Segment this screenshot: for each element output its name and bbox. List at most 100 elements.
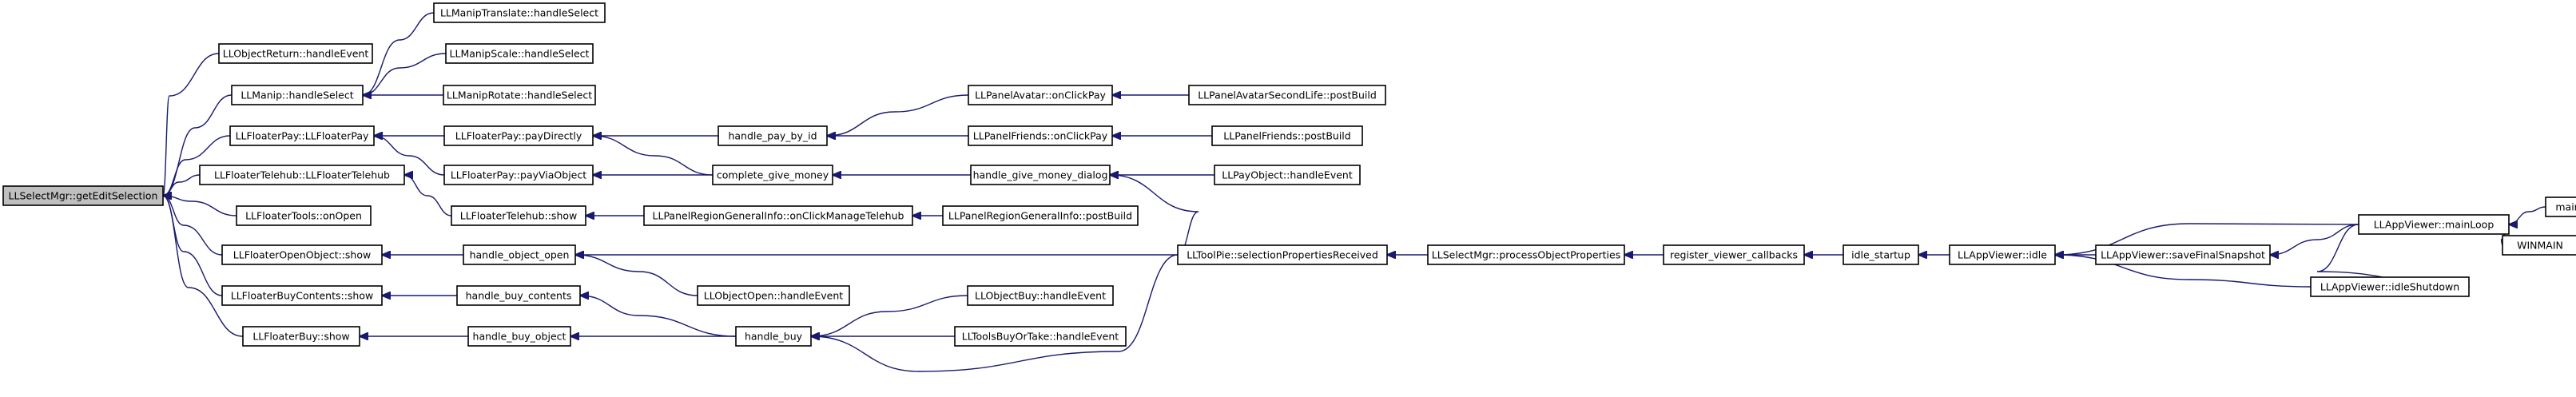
node-llpanelfriends-onclickpay[interactable]: LLPanelFriends::onClickPay bbox=[968, 125, 1113, 146]
node-llmanipscale-handleselect[interactable]: LLManipScale::handleSelect bbox=[445, 43, 594, 64]
node-label: LLFloaterPay::payDirectly bbox=[455, 130, 582, 142]
node-llpanelregiongeneralinfo-postbuild[interactable]: LLPanelRegionGeneralInfo::postBuild bbox=[942, 205, 1139, 226]
call-edge-llpanelavatar-onclickpay-to-handle-pay-by-id bbox=[827, 94, 969, 136]
node-box bbox=[242, 326, 360, 347]
node-llselectmgr-processobjectproperties[interactable]: LLSelectMgr::processObjectProperties bbox=[1427, 244, 1625, 265]
node-box bbox=[2095, 244, 2271, 265]
node-label: LLFloaterBuyContents::show bbox=[231, 290, 373, 302]
node-box bbox=[2, 185, 164, 206]
node-label: LLFloaterBuy::show bbox=[252, 331, 349, 343]
node-label: LLManipRotate::handleSelect bbox=[447, 89, 592, 101]
node-llappviewer-idleshutdown[interactable]: LLAppViewer::idleShutdown bbox=[2310, 276, 2470, 297]
node-llappviewer-mainloop[interactable]: LLAppViewer::mainLoop bbox=[2358, 214, 2510, 235]
node-label: LLPanelFriends::postBuild bbox=[1223, 130, 1350, 142]
node-lltoolsbuyortake-handleevent[interactable]: LLToolsBuyOrTake::handleEvent bbox=[954, 326, 1127, 347]
call-edge-llappviewer-mainloop-to-llappviewer-savefinalsnapshot bbox=[2270, 224, 2359, 255]
node-llpanelfriends-postbuild[interactable]: LLPanelFriends::postBuild bbox=[1211, 125, 1363, 146]
node-llmaniprotate-handleselect[interactable]: LLManipRotate::handleSelect bbox=[443, 85, 596, 105]
node-label: LLManip::handleSelect bbox=[241, 89, 353, 101]
node-box bbox=[1843, 244, 1919, 265]
node-label: handle_object_open bbox=[470, 249, 570, 261]
node-label: LLFloaterTools::onOpen bbox=[245, 210, 362, 222]
node-register-viewer-callbacks[interactable]: register_viewer_callbacks bbox=[1663, 244, 1805, 265]
node-box bbox=[1211, 125, 1363, 146]
node-label: LLPanelRegionGeneralInfo::postBuild bbox=[948, 210, 1132, 222]
call-edge-llobjectbuy-handleevent-to-handle-buy bbox=[811, 295, 968, 336]
node-box bbox=[1949, 244, 2056, 265]
call-edge-lltoolpie-selectionpropertiesreceived-to-handle-buy bbox=[811, 254, 1179, 372]
node-llmanip-handleselect[interactable]: LLManip::handleSelect bbox=[231, 85, 364, 105]
node-llappviewer-idle[interactable]: LLAppViewer::idle bbox=[1949, 244, 2056, 265]
node-complete-give-money[interactable]: complete_give_money bbox=[712, 165, 833, 185]
node-llfloaterbuy-show[interactable]: LLFloaterBuy::show bbox=[242, 326, 360, 347]
node-llobjectreturn-handleevent[interactable]: LLObjectReturn::handleEvent bbox=[218, 43, 373, 64]
node-box bbox=[967, 285, 1114, 306]
node-box bbox=[221, 285, 383, 306]
node-llmaniptranslate-handleselect[interactable]: LLManipTranslate::handleSelect bbox=[433, 2, 606, 23]
node-label: LLFloaterPay::payViaObject bbox=[451, 169, 586, 181]
node-handle-buy-contents[interactable]: handle_buy_contents bbox=[456, 285, 581, 306]
node-llfloatertelehub-show[interactable]: LLFloaterTelehub::show bbox=[451, 205, 586, 226]
node-llpanelavatar-onclickpay[interactable]: LLPanelAvatar::onClickPay bbox=[968, 85, 1113, 105]
node-label: LLFloaterPay::LLFloaterPay bbox=[236, 130, 369, 142]
node-handle-pay-by-id[interactable]: handle_pay_by_id bbox=[718, 125, 828, 146]
node-lltoolpie-selectionpropertiesreceived[interactable]: LLToolPie::selectionPropertiesReceived bbox=[1177, 244, 1388, 265]
node-handle-object-open[interactable]: handle_object_open bbox=[463, 244, 576, 265]
node-main[interactable]: main bbox=[2545, 197, 2576, 217]
node-box bbox=[236, 205, 372, 226]
node-label: LLFloaterTelehub::LLFloaterTelehub bbox=[214, 169, 390, 181]
node-box bbox=[954, 326, 1127, 347]
node-label: handle_pay_by_id bbox=[728, 130, 817, 142]
node-label: handle_buy bbox=[745, 331, 803, 343]
node-label: LLPanelAvatar::onClickPay bbox=[975, 89, 1106, 101]
node-box bbox=[1663, 244, 1805, 265]
node-handle-give-money-dialog[interactable]: handle_give_money_dialog bbox=[970, 165, 1111, 185]
edge-layer bbox=[163, 12, 2546, 372]
node-llfloaterbuycontents-show[interactable]: LLFloaterBuyContents::show bbox=[221, 285, 383, 306]
node-label: LLFloaterTelehub::show bbox=[460, 210, 578, 222]
node-label: LLAppViewer::saveFinalSnapshot bbox=[2101, 249, 2265, 261]
node-box bbox=[451, 205, 586, 226]
node-llobjectbuy-handleevent[interactable]: LLObjectBuy::handleEvent bbox=[967, 285, 1114, 306]
node-winmain[interactable]: WINMAIN bbox=[2502, 235, 2576, 256]
node-llfloaterpay-llfloaterpay[interactable]: LLFloaterPay::LLFloaterPay bbox=[229, 125, 375, 146]
node-llpayobject-handleevent[interactable]: LLPayObject::handleEvent bbox=[1214, 165, 1361, 185]
node-idle-startup[interactable]: idle_startup bbox=[1843, 244, 1919, 265]
node-box bbox=[643, 205, 913, 226]
node-llappviewer-savefinalsnapshot[interactable]: LLAppViewer::saveFinalSnapshot bbox=[2095, 244, 2271, 265]
node-label: LLManipTranslate::handleSelect bbox=[440, 7, 598, 19]
node-box bbox=[229, 125, 375, 146]
node-llfloatertools-onopen[interactable]: LLFloaterTools::onOpen bbox=[236, 205, 372, 226]
node-box bbox=[2358, 214, 2510, 235]
node-box bbox=[970, 165, 1111, 185]
node-llobjectopen-handleevent[interactable]: LLObjectOpen::handleEvent bbox=[697, 285, 850, 306]
node-handle-buy-object[interactable]: handle_buy_object bbox=[467, 326, 571, 347]
node-box bbox=[467, 326, 571, 347]
node-label: LLToolPie::selectionPropertiesReceived bbox=[1187, 249, 1378, 261]
node-label: complete_give_money bbox=[717, 169, 829, 181]
node-box bbox=[968, 85, 1113, 105]
node-label: LLPanelFriends::onClickPay bbox=[973, 130, 1108, 142]
node-llfloaterpay-paydirectly[interactable]: LLFloaterPay::payDirectly bbox=[443, 125, 594, 146]
node-llfloatertelehub-llfloatertelehub[interactable]: LLFloaterTelehub::LLFloaterTelehub bbox=[199, 165, 405, 185]
node-label: LLAppViewer::idle bbox=[1958, 249, 2047, 261]
node-box bbox=[218, 43, 373, 64]
call-edge-llfloaterbuy-show-to-llselectmgr-geteditselection bbox=[163, 196, 244, 337]
node-label: LLAppViewer::mainLoop bbox=[2374, 219, 2495, 231]
node-llfloaterpay-payviaobject[interactable]: LLFloaterPay::payViaObject bbox=[443, 165, 594, 185]
node-box bbox=[443, 85, 596, 105]
node-box bbox=[199, 165, 405, 185]
node-llpanelavatarsecondlife-postbuild[interactable]: LLPanelAvatarSecondLife::postBuild bbox=[1188, 85, 1386, 105]
node-layer: LLSelectMgr::getEditSelection LLObjectRet… bbox=[2, 2, 2576, 347]
node-box bbox=[697, 285, 850, 306]
node-llselectmgr-geteditselection[interactable]: LLSelectMgr::getEditSelection bbox=[2, 185, 164, 206]
node-llfloateropenobject-show[interactable]: LLFloaterOpenObject::show bbox=[221, 244, 383, 265]
node-box bbox=[1214, 165, 1361, 185]
node-box bbox=[1427, 244, 1625, 265]
node-box bbox=[2502, 235, 2576, 256]
node-label: LLPayObject::handleEvent bbox=[1222, 169, 1353, 181]
node-label: LLToolsBuyOrTake::handleEvent bbox=[962, 331, 1119, 343]
call-edge-llfloatertelehub-show-to-llfloatertelehub-llfloatertelehub bbox=[404, 175, 452, 216]
node-handle-buy[interactable]: handle_buy bbox=[735, 326, 812, 347]
node-llpanelregiongeneralinfo-onclickmanagetelehub[interactable]: LLPanelRegionGeneralInfo::onClickManageT… bbox=[643, 205, 913, 226]
